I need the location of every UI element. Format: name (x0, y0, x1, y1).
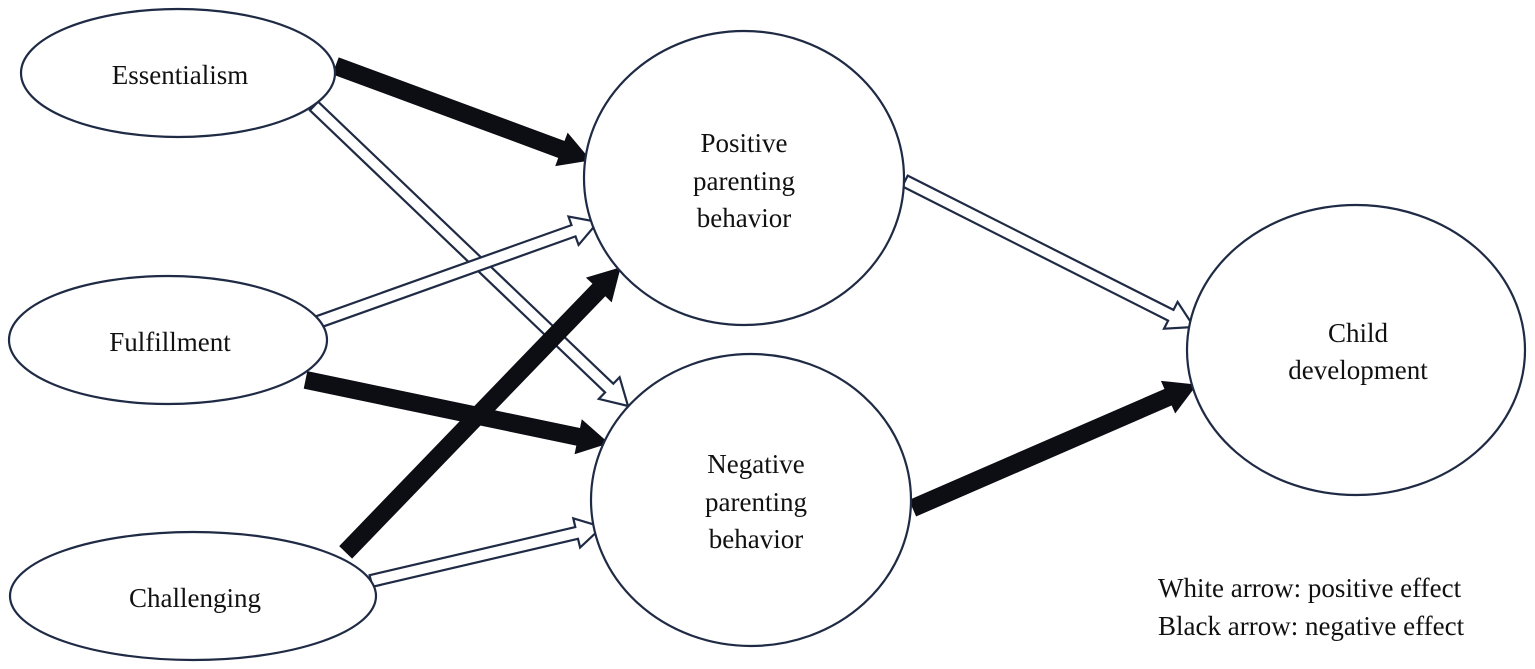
node-positive-parenting-behavior: Positive parenting behavior (582, 29, 906, 327)
arrow-fulfillment-to-negative (303, 371, 609, 455)
legend: White arrow: positive effect Black arrow… (1158, 573, 1465, 641)
legend-white-arrow: White arrow: positive effect (1158, 573, 1462, 603)
arrow-challenging-to-positive (339, 267, 621, 559)
nodes-layer: Essentialism Fulfillment Challenging Pos… (7, 7, 1527, 662)
node-fulfillment: Fulfillment (7, 274, 329, 406)
node-challenging: Challenging (8, 530, 378, 662)
legend-black-arrow: Black arrow: negative effect (1158, 611, 1465, 641)
arrow-fulfillment-to-positive (314, 215, 601, 330)
positive-label-line-1: Positive (700, 128, 787, 158)
negative-label-line-3: behavior (709, 524, 803, 554)
child-development-ellipse (1185, 203, 1527, 497)
arrow-negative-to-child (908, 380, 1197, 517)
positive-parenting-ellipse (582, 29, 906, 327)
negative-parenting-ellipse (589, 352, 913, 648)
node-negative-parenting-behavior: Negative parenting behavior (589, 352, 913, 648)
fulfillment-ellipse (7, 274, 329, 406)
child-label-line-1: Child (1328, 318, 1389, 348)
positive-label-line-3: behavior (697, 203, 791, 233)
fulfillment-label: Fulfillment (109, 327, 231, 357)
challenging-ellipse (8, 530, 378, 662)
node-essentialism: Essentialism (19, 7, 337, 139)
challenging-label: Challenging (129, 583, 261, 613)
arrow-essentialism-to-positive (332, 57, 591, 167)
arrow-positive-to-child (900, 174, 1196, 330)
child-label-line-2: development (1288, 355, 1428, 385)
negative-label-line-1: Negative (707, 449, 804, 479)
essentialism-label: Essentialism (112, 60, 249, 90)
arrow-challenging-to-negative (368, 516, 605, 589)
edges-layer (303, 57, 1197, 589)
negative-label-line-2: parenting (705, 487, 807, 517)
positive-label-line-2: parenting (693, 166, 795, 196)
essentialism-ellipse (19, 7, 337, 139)
node-child-development: Child development (1185, 203, 1527, 497)
arrow-essentialism-to-negative (308, 100, 630, 408)
